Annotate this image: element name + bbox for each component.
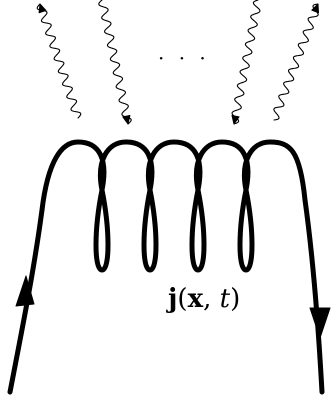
photon-lines [36,0,320,125]
incoming-arrowhead [15,275,35,307]
photon-line-4-arrowhead [311,3,320,14]
photon-line-3 [231,0,261,125]
current-coil-line [7,139,325,395]
label-open-paren: ( [177,284,187,314]
photon-line-2 [98,0,132,125]
outgoing-arrowhead [309,307,331,339]
label-t: t [220,284,231,314]
photon-line-2-arrowhead [122,114,131,125]
current-arrows [15,275,331,339]
current-density-label: j(x, t) [166,284,240,314]
photon-line-1-arrowhead [38,3,47,14]
label-close-paren: ) [230,284,240,314]
photon-line-3-arrowhead [231,114,240,125]
label-j: j [166,284,177,314]
photon-line-1 [36,3,82,119]
photon-line-4 [273,3,319,121]
label-x: x [188,284,204,314]
label-comma: , [203,284,220,314]
ellipsis-label: · · · [158,46,210,70]
